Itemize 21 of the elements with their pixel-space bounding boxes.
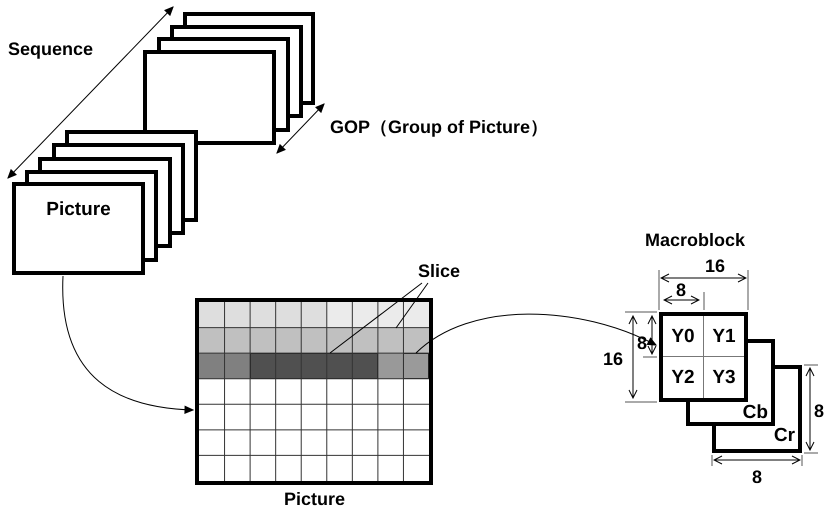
dimension-label: 8 [676, 281, 686, 299]
label: Sequence [8, 40, 94, 58]
dimension-label: 16 [603, 350, 624, 368]
luma-block [659, 312, 748, 402]
dimension-label: 8 [637, 334, 648, 352]
dimension-label: 8 [752, 468, 762, 486]
luma-cell: Y0 [663, 316, 704, 357]
picture-caption: Picture [284, 490, 346, 508]
label: GOP（Group of Picture） [330, 118, 548, 136]
luma-cell: Y1 [704, 316, 744, 357]
title: Macroblock [645, 231, 746, 249]
arrow [416, 314, 656, 354]
arrow [62, 276, 194, 414]
luma-cell: Y3 [704, 357, 744, 398]
dimension-label: 8 [814, 402, 824, 420]
leader-line [330, 282, 422, 354]
slice-label: Slice [418, 262, 460, 280]
picture-frame: Picture [12, 182, 145, 275]
leader-line [396, 282, 428, 328]
luma-cell: Y2 [663, 357, 704, 398]
dimension-label: 16 [705, 257, 726, 275]
